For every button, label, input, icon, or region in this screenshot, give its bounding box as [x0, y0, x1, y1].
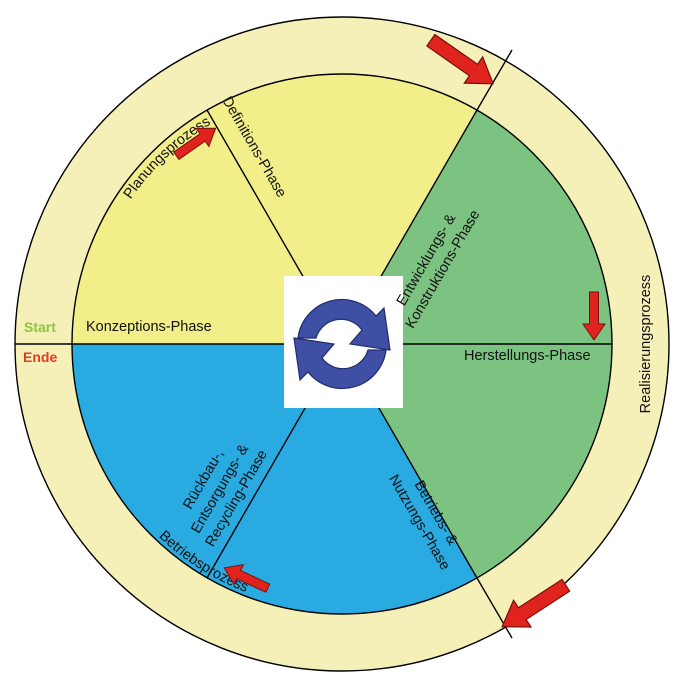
- end-label: Ende: [23, 349, 57, 365]
- red-arrow-icon: [426, 33, 495, 85]
- conception-phase-label: Konzeptions-Phase: [86, 319, 212, 335]
- refresh-cycle-icon: [293, 298, 391, 390]
- red-arrow-icon: [173, 127, 217, 161]
- production-phase-label: Herstellungs-Phase: [464, 348, 591, 364]
- sector-operation: [71, 344, 477, 615]
- ring-divider-bottom-right: [476, 577, 513, 639]
- realization-process-label: Realisierungsprozess: [638, 275, 654, 414]
- start-label: Start: [24, 319, 56, 335]
- red-arrow-icon: [501, 578, 571, 628]
- red-arrow-icon: [223, 563, 271, 593]
- ring-divider-top-right: [476, 49, 513, 111]
- red-arrow-icon: [582, 291, 606, 341]
